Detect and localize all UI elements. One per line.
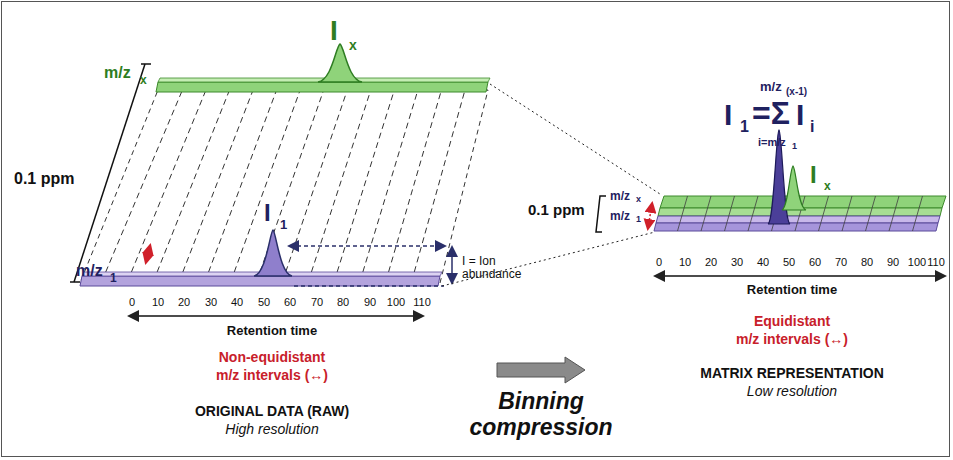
label: 40 [757,256,769,268]
label: x [140,74,147,87]
label: I = Ion abundance [462,255,534,281]
m-z-interval-line [209,92,276,272]
label: i=m/z [758,136,786,148]
label: m/z [760,80,782,94]
label: I [796,98,804,131]
label: 0.1 ppm [14,170,74,188]
matrix-grid-line [913,196,923,231]
label: 1 [280,218,287,232]
label: 100 [908,256,926,268]
label: I [330,16,338,47]
label: 20 [178,296,190,308]
label: m/z [610,210,630,223]
label: I [264,200,271,226]
label: 50 [783,256,795,268]
label: 1 [636,215,641,225]
label: m/z [104,64,131,82]
label: x [349,38,357,53]
label: I [810,162,817,188]
label: 60 [809,256,821,268]
label: 10 [679,256,691,268]
label: Equidistant [754,314,830,329]
matrix-grid-line [701,196,711,231]
label: ORIGINAL DATA (RAW) [195,404,349,419]
label: 1 [110,272,117,285]
m-z-interval-line [414,92,464,272]
label: 40 [231,296,243,308]
label: Retention time [747,283,837,297]
matrix-grid-line [725,196,735,231]
m-z-interval-line [106,92,182,272]
label: 90 [887,256,899,268]
m-z-interval-line [234,92,299,272]
label: I [724,98,732,131]
matrix-grid-line [748,196,758,231]
m-z-interval-line [157,92,229,272]
label: =Σ [752,96,790,131]
matrix-grid-line [889,196,899,231]
label: 70 [835,256,847,268]
label: Binning [498,389,584,414]
label: 60 [284,296,296,308]
label: 80 [337,296,349,308]
label: 80 [861,256,873,268]
label: Non-equidistant [219,350,326,365]
m-z-interval-line [286,92,347,272]
label: 10 [152,296,164,308]
label: 70 [311,296,323,308]
label: m/z intervals (↔) [216,368,328,383]
label: x [824,180,831,193]
label: 50 [258,296,270,308]
label: MATRIX REPRESENTATION [700,366,884,381]
matrix-grid-line [842,196,852,231]
label: m/z [610,190,630,203]
label: 20 [705,256,717,268]
matrix-grid-line [819,196,829,231]
label: 30 [205,296,217,308]
label: 0 [656,256,662,268]
label: Retention time [227,324,317,338]
label: 1 [792,142,797,152]
label: 0.1 ppm [528,202,585,219]
label: 0 [129,296,135,308]
label: m/z [76,262,103,280]
m-z-interval-line [363,92,417,272]
matrix-grid-line [678,196,688,231]
label: 1 [740,118,749,136]
m-z-interval-line [337,92,394,272]
matrix-grid-line [866,196,876,231]
label: x [636,195,641,205]
label: 110 [413,296,431,308]
m-z-interval-line [131,92,205,272]
label: 110 [927,256,945,268]
label: 100 [387,296,405,308]
label: m/z intervals (↔) [736,332,848,347]
label: Low resolution [747,384,837,399]
label: 30 [731,256,743,268]
label: High resolution [225,422,318,437]
label: compression [469,415,612,440]
m-z-interval-line [389,92,441,272]
m-z-interval-line [311,92,370,272]
label: i [810,118,814,136]
label: 90 [364,296,376,308]
